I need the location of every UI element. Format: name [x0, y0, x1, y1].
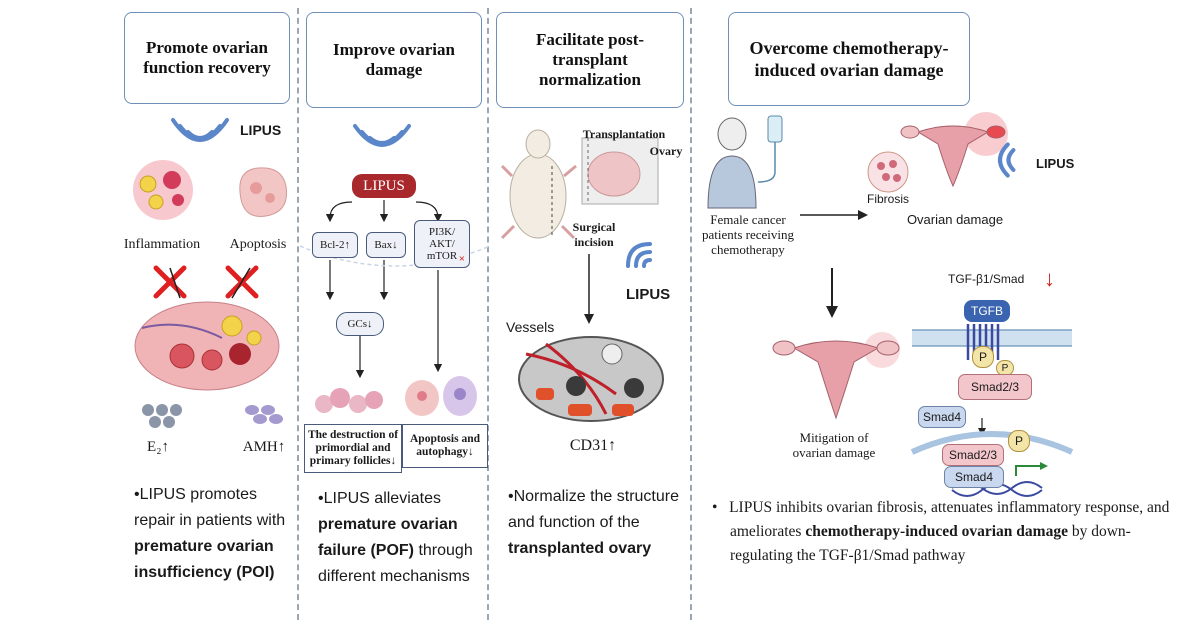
panel3-wifi-icon — [626, 242, 652, 268]
panel2-lipus-badge: LIPUS — [352, 174, 416, 198]
fibrosis-icon — [867, 151, 909, 193]
vessels-label: Vessels — [506, 319, 555, 335]
panel1-lipus-label: LIPUS — [240, 122, 282, 138]
panel1-wave-icon — [171, 118, 229, 142]
apoptosis-label: Apoptosis — [229, 237, 287, 252]
panel3-summary: •Normalize the structure and function of… — [508, 488, 679, 557]
smad23-node: Smad2/3 — [958, 374, 1032, 400]
destruction-box: The destruction of primordial and primar… — [304, 424, 402, 473]
patients-label: Female cancer patients receiving chemoth… — [701, 212, 795, 257]
panel3-title: Facilitate post-transplant normalization — [496, 12, 684, 108]
panel1-title: Promote ovarian function recovery — [124, 12, 290, 104]
ovary-label: Ovary — [649, 144, 683, 158]
apoptosis-block-icon — [225, 265, 259, 299]
panel3-down-arrow — [584, 254, 594, 324]
ovarian-damage-label: Ovarian damage — [906, 212, 1004, 227]
transplanted-ovary-illustration — [518, 336, 664, 422]
fibrosis-label: Fibrosis — [866, 192, 909, 206]
rat-illustration — [500, 129, 577, 240]
bcl2-node: Bcl-2↑ — [312, 232, 358, 258]
surgical-incision-label: Surgical incision — [572, 220, 616, 249]
damaged-uterus-icon — [900, 112, 1008, 188]
gcs-node: GCs↓ — [336, 312, 384, 336]
panel2-wave-icon — [353, 124, 411, 147]
tgfb-receptor: TGFB — [964, 300, 1010, 322]
smad4-nuclear-node: Smad4 — [944, 466, 1004, 488]
phospho-badge-3: P — [1008, 430, 1030, 452]
panel2-title: Improve ovarian damage — [306, 12, 482, 108]
recovered-uterus-icon — [772, 332, 900, 420]
panel3-lipus-label: LIPUS — [626, 286, 671, 303]
pi3k-node: PI3K/ AKT/ mTOR × — [414, 220, 470, 268]
transplantation-label: Transplantation — [582, 127, 666, 141]
panel1-summary: •LIPUS promotes repair in patients with … — [134, 486, 286, 581]
panel2-summary: •LIPUS alleviates premature ovarian fail… — [318, 490, 473, 585]
smad4-node: Smad4 — [918, 406, 966, 428]
follicle-cells-icon — [315, 388, 383, 413]
patient-to-damage-arrow — [800, 210, 868, 220]
inflammation-icon — [133, 160, 193, 220]
panel4-title: Overcome chemotherapy-induced ovarian da… — [728, 12, 970, 106]
ovary-illustration — [134, 301, 280, 391]
phospho-badge-1: P — [972, 346, 994, 368]
smad23-nuclear-node: Smad2/3 — [942, 444, 1004, 466]
divider-1 — [297, 8, 299, 620]
panel4-wifi-icon — [997, 142, 1016, 178]
panel4-lipus-label: LIPUS — [1036, 156, 1075, 171]
e2-label: E₂↑ — [147, 439, 169, 455]
bax-node: Bax↓ — [366, 232, 406, 258]
tgf-down-arrow: ↓ — [1044, 266, 1055, 291]
e2-icon — [142, 404, 182, 428]
amh-icon — [245, 405, 283, 424]
amh-label: AMH↑ — [242, 439, 286, 455]
mitigation-label: Mitigation of ovarian damage — [792, 430, 876, 460]
apoptosis-icon — [239, 167, 288, 217]
cd31-label: CD31↑ — [569, 437, 617, 454]
divider-2 — [487, 8, 489, 620]
inflammation-block-icon — [153, 265, 187, 299]
divider-3 — [690, 8, 692, 620]
autophagy-cells-icon — [405, 376, 477, 416]
tgf-pathway-label: TGF-β1/Smad — [948, 272, 1025, 286]
apoptosis-autophagy-box: Apoptosis and autophagy↓ — [402, 424, 488, 468]
ovary-zoom-icon — [581, 137, 659, 205]
inflammation-label: Inflammation — [123, 237, 201, 252]
pi3k-inhibit-icon: × — [458, 253, 465, 265]
patient-illustration — [707, 115, 783, 209]
panel4-summary: • LIPUS inhibits ovarian fibrosis, atten… — [712, 499, 1170, 564]
to-mitigation-arrow — [826, 268, 838, 318]
